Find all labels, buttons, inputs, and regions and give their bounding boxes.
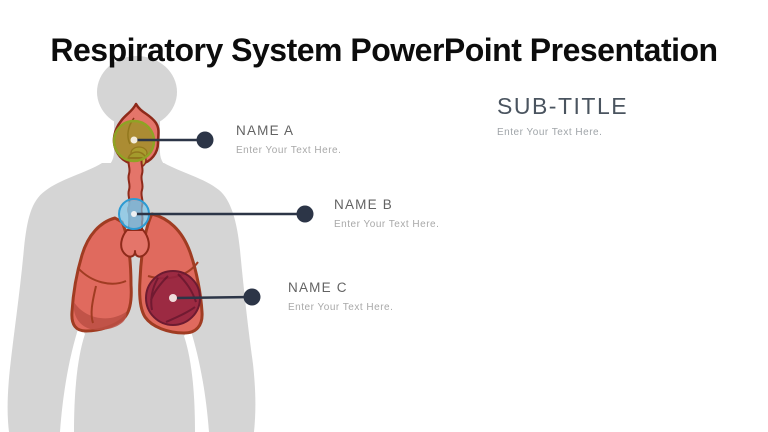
- callout-c: NAME C Enter Your Text Here.: [288, 281, 393, 313]
- left-lung: [70, 216, 133, 333]
- subtitle-body: Enter Your Text Here.: [497, 127, 603, 138]
- callout-dot-a: [196, 131, 214, 149]
- subtitle-block: SUB-TITLE Enter Your Text Here.: [497, 95, 628, 138]
- callout-a-label: NAME A: [236, 123, 295, 138]
- callout-b: NAME B Enter Your Text Here.: [334, 198, 439, 230]
- callout-b-label: NAME B: [334, 197, 393, 212]
- lung-highlight-pinwheel-lines: [150, 273, 197, 323]
- silhouette-arm-gap-right: [184, 328, 209, 432]
- callout-b-body: Enter Your Text Here.: [334, 218, 440, 230]
- page-title: Respiratory System PowerPoint Presentati…: [50, 32, 718, 69]
- bronchi-shape: [120, 229, 150, 258]
- silhouette-arm-gap-left: [60, 326, 85, 432]
- callout-anchor-dot-b: [131, 211, 137, 217]
- callout-line-c: [175, 295, 253, 300]
- subtitle-label: SUB-TITLE: [497, 93, 629, 119]
- left-lung-fissure-line: [77, 267, 127, 324]
- callout-lines: [136, 138, 305, 300]
- callout-c-body: Enter Your Text Here.: [288, 301, 394, 313]
- left-lung-lower-lobe-shade: [73, 302, 127, 330]
- callout-anchor-dot-c: [169, 294, 177, 302]
- callout-a: NAME A Enter Your Text Here.: [236, 124, 341, 156]
- callout-a-body: Enter Your Text Here.: [236, 144, 342, 156]
- callout-c-label: NAME C: [288, 280, 348, 295]
- callout-anchor-dot-a: [130, 136, 138, 144]
- callout-dot-c: [243, 288, 261, 306]
- callout-dot-b: [296, 205, 314, 223]
